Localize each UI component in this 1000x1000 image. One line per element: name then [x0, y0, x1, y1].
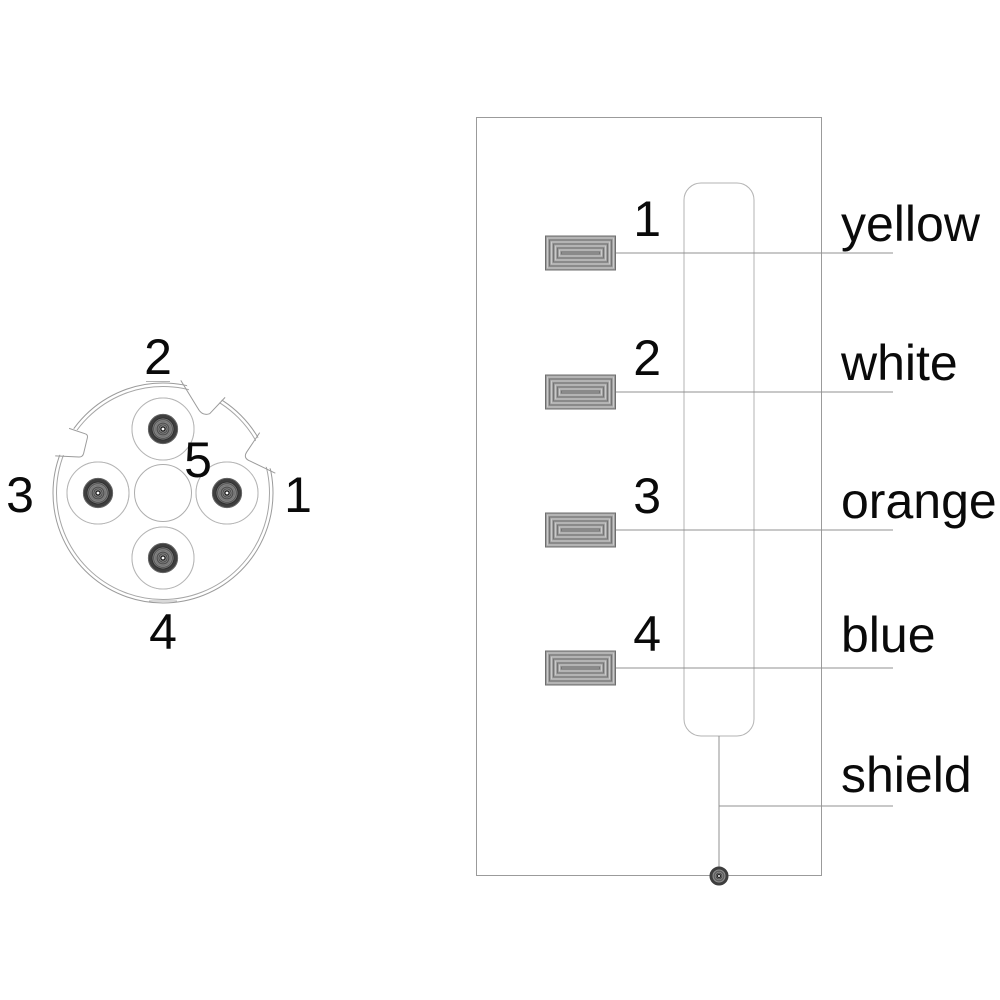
wire-number-3: 3	[633, 468, 661, 524]
wire-number-4: 4	[633, 606, 661, 662]
pin-contact-4	[132, 527, 194, 589]
notch-right-mask	[242, 429, 282, 473]
pin-contact-3	[67, 462, 129, 524]
connector-front-view	[48, 374, 282, 604]
wire-number-1: 1	[633, 191, 661, 247]
wire-color-label-blue: blue	[841, 607, 936, 663]
center-hole-5	[134, 464, 192, 522]
ground-contact	[709, 866, 729, 886]
keyway-mask	[48, 424, 89, 458]
connector-pin-label-1: 1	[284, 467, 312, 523]
notch-top-mask	[181, 374, 229, 417]
module-outline	[476, 117, 822, 876]
connector-outer-rim	[52, 382, 274, 604]
wire-color-label-white: white	[841, 335, 958, 391]
v-notch-right	[244, 432, 276, 474]
v-notch-top	[180, 380, 226, 415]
connector-pin-label-2: 2	[144, 329, 172, 385]
keyway-notch	[55, 427, 89, 458]
wiring-schematic	[476, 117, 893, 886]
connector-pin-label-5: 5	[184, 432, 212, 488]
connector-pin-label-3: 3	[6, 467, 34, 523]
wire-color-label-orange: orange	[841, 473, 997, 529]
wire-number-2: 2	[633, 330, 661, 386]
contact-carrier-outline	[683, 182, 755, 737]
connector-pin-label-4: 4	[149, 604, 177, 660]
wire-color-label-yellow: yellow	[841, 196, 980, 252]
connector-inner-rim	[56, 386, 270, 600]
shield-label: shield	[841, 747, 972, 803]
